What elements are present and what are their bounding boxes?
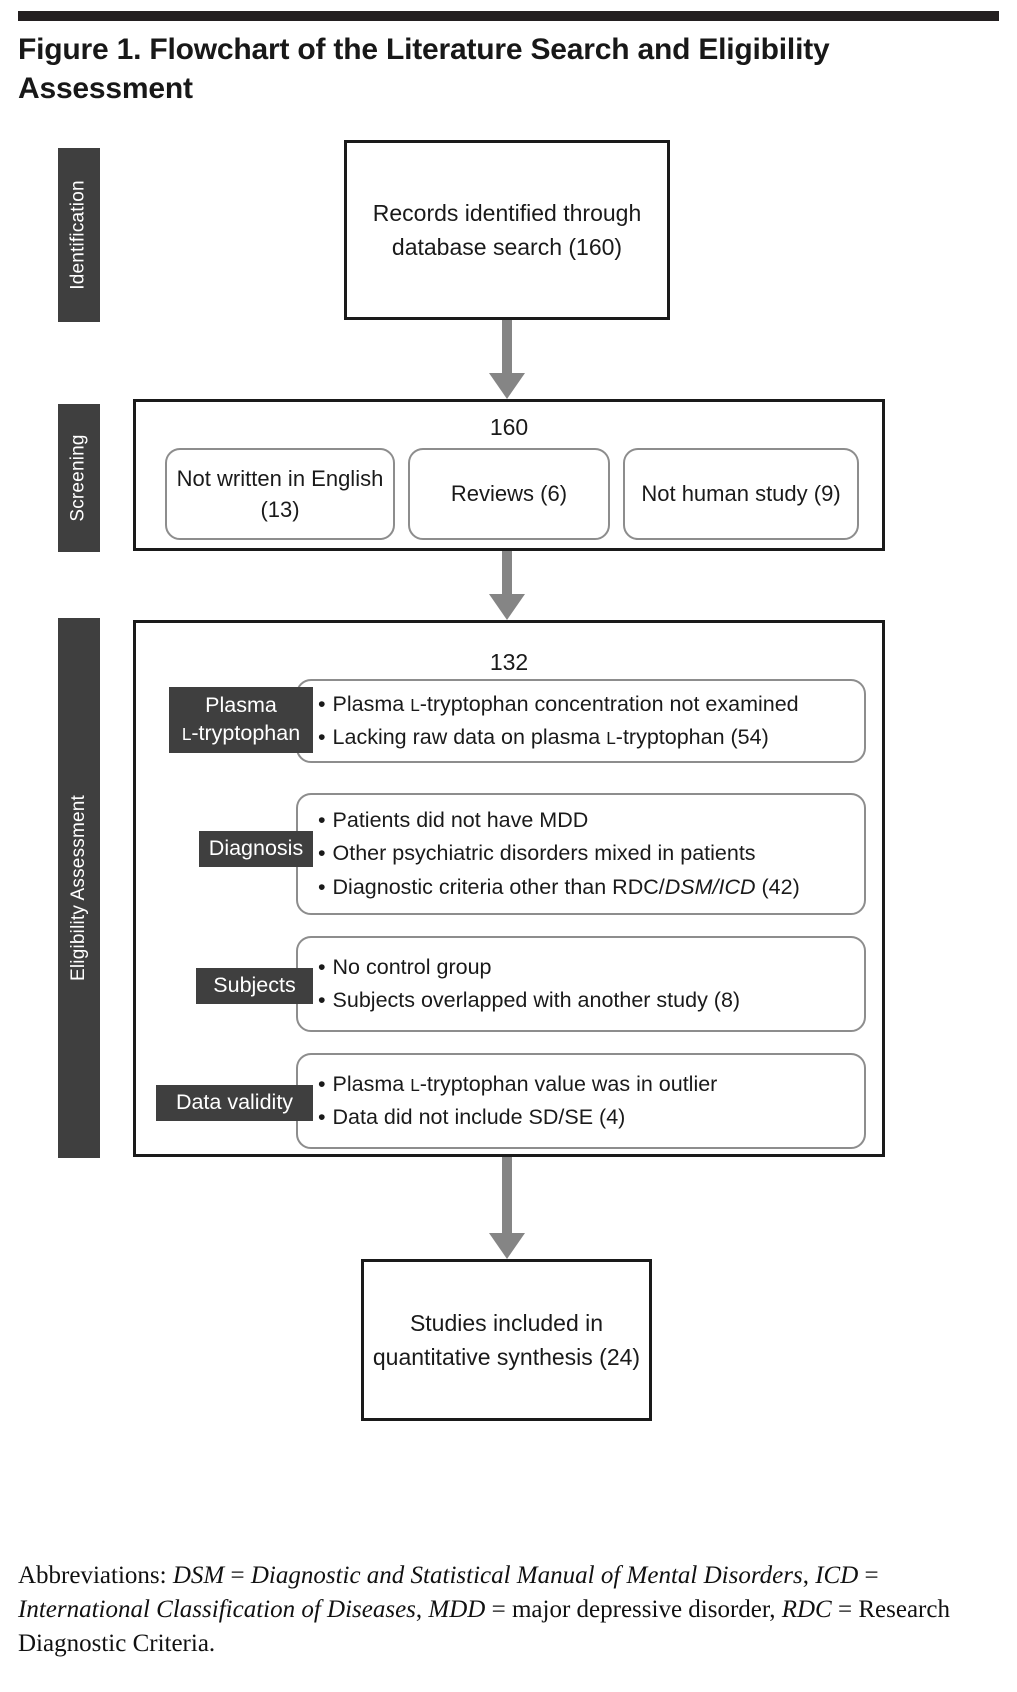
eligibility-section: 132 Plasma L-tryptophan concentration no… — [133, 620, 885, 1157]
criteria-tag-diagnosis: Diagnosis — [199, 831, 313, 867]
stage-label-screening-text: Screening — [68, 434, 90, 522]
stage-label-identification-text: Identification — [68, 180, 90, 290]
records-identified-text: Records identified through database sear… — [372, 199, 642, 260]
eligibility-criteria-box: Patients did not have MDDOther psychiatr… — [296, 793, 866, 915]
eligibility-criteria-box: Plasma L-tryptophan concentration not ex… — [296, 679, 866, 763]
screening-section: 160 Not written in English (13) Reviews … — [133, 399, 885, 551]
figure-title: Figure 1. Flowchart of the Literature Se… — [18, 33, 830, 105]
eligibility-criteria-box: Plasma L-tryptophan value was in outlier… — [296, 1053, 866, 1149]
header-rule — [18, 11, 999, 21]
arrow-identification-to-screening — [489, 320, 525, 399]
small-caps-l: L — [606, 728, 616, 748]
abbreviation-expansion: International Classification of Diseases — [18, 1596, 416, 1623]
studies-included-text: Studies included in quantitative synthes… — [372, 1309, 641, 1370]
abbreviations-note: Abbreviations: DSM = Diagnostic and Stat… — [18, 1562, 950, 1657]
arrow-screening-to-eligibility — [489, 551, 525, 620]
eligibility-criteria-box: No control groupSubjects overlapped with… — [296, 936, 866, 1032]
abbreviation-term: ICD — [815, 1562, 859, 1589]
criteria-bullet: Patients did not have MDD — [318, 804, 864, 837]
criteria-bullet: Plasma L-tryptophan concentration not ex… — [318, 688, 864, 721]
screening-exclusion-label: Not written in English (13) — [176, 465, 384, 522]
stage-label-eligibility-text: Eligibility Assessment — [68, 794, 89, 982]
criteria-tag-text: Diagnosis — [208, 836, 304, 861]
stage-label-screening: Screening — [58, 404, 100, 552]
abbreviation-term: MDD — [428, 1596, 486, 1623]
arrow-eligibility-to-included — [489, 1157, 525, 1259]
criteria-bullet: Subjects overlapped with another study (… — [318, 984, 864, 1017]
criteria-bullet: Plasma L-tryptophan value was in outlier — [318, 1068, 864, 1101]
criteria-bullet: Lacking raw data on plasma L-tryptophan … — [318, 721, 864, 754]
studies-included-box: Studies included in quantitative synthes… — [361, 1259, 652, 1421]
screening-exclusion-box: Reviews (6) — [408, 448, 610, 540]
criteria-tag-text: Subjects — [213, 973, 296, 998]
criteria-bullet: Data did not include SD/SE (4) — [318, 1101, 864, 1134]
abbreviation-term: RDC — [781, 1596, 832, 1623]
small-caps-l: L — [410, 694, 420, 715]
abbreviation-expansion: Research Diagnostic Criteria — [18, 1596, 950, 1657]
screening-exclusion-box: Not human study (9) — [623, 448, 859, 540]
italic-term: DSM/ICD — [664, 874, 756, 899]
screening-exclusion-label: Not human study (9) — [641, 481, 841, 507]
small-caps-l: L — [410, 1074, 420, 1095]
screening-exclusion-label: Reviews (6) — [450, 481, 568, 507]
stage-label-eligibility: Eligibility Assessment — [58, 618, 100, 1158]
screening-exclusion-box: Not written in English (13) — [165, 448, 395, 540]
abbreviation-term: DSM — [172, 1562, 225, 1589]
criteria-bullet: Diagnostic criteria other than RDC/DSM/I… — [318, 871, 864, 904]
criteria-tag-data-validity: Data validity — [156, 1085, 313, 1121]
criteria-bullet: Other psychiatric disorders mixed in pat… — [318, 837, 864, 870]
criteria-bullet: No control group — [318, 951, 864, 984]
stage-label-identification: Identification — [58, 148, 100, 322]
eligibility-count: 132 — [489, 649, 529, 675]
criteria-tag-subjects: Subjects — [196, 968, 313, 1004]
screening-count: 160 — [489, 414, 529, 440]
records-identified-box: Records identified through database sear… — [344, 140, 670, 320]
criteria-tag-text: Data validity — [175, 1090, 294, 1115]
abbreviation-expansion: major depressive disorder — [511, 1596, 770, 1623]
abbreviation-expansion: Diagnostic and Statistical Manual of Men… — [250, 1562, 803, 1589]
